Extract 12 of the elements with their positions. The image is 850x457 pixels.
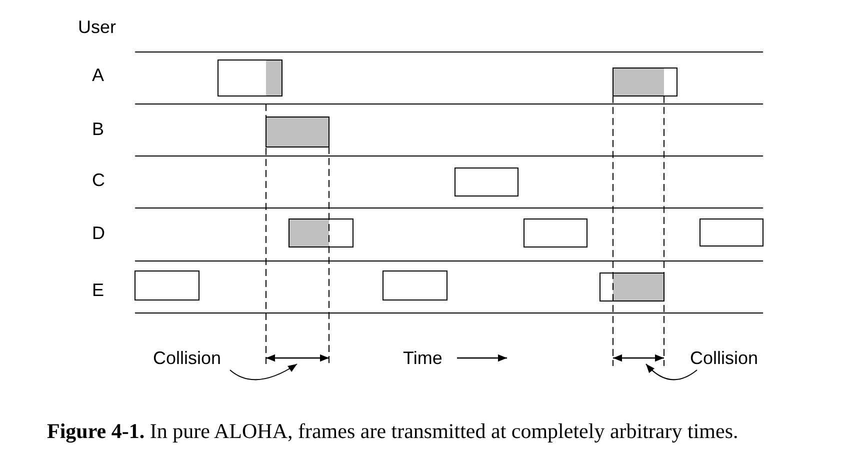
row-label: C [92,170,105,190]
axis-label: Time [403,348,442,368]
row-label: A [92,65,104,85]
figure-caption: Figure 4-1. In pure ALOHA, frames are transmitted at completely arbitrary times. [47,419,738,443]
annotation-text: Collision [690,348,758,368]
curved-arrow [646,364,698,380]
annotation-text: Collision [153,348,222,368]
row-label: E [92,280,104,300]
curved-arrow [230,364,298,380]
axis-title: User [78,17,116,37]
row-label: B [92,119,104,139]
row-label: D [92,223,105,243]
